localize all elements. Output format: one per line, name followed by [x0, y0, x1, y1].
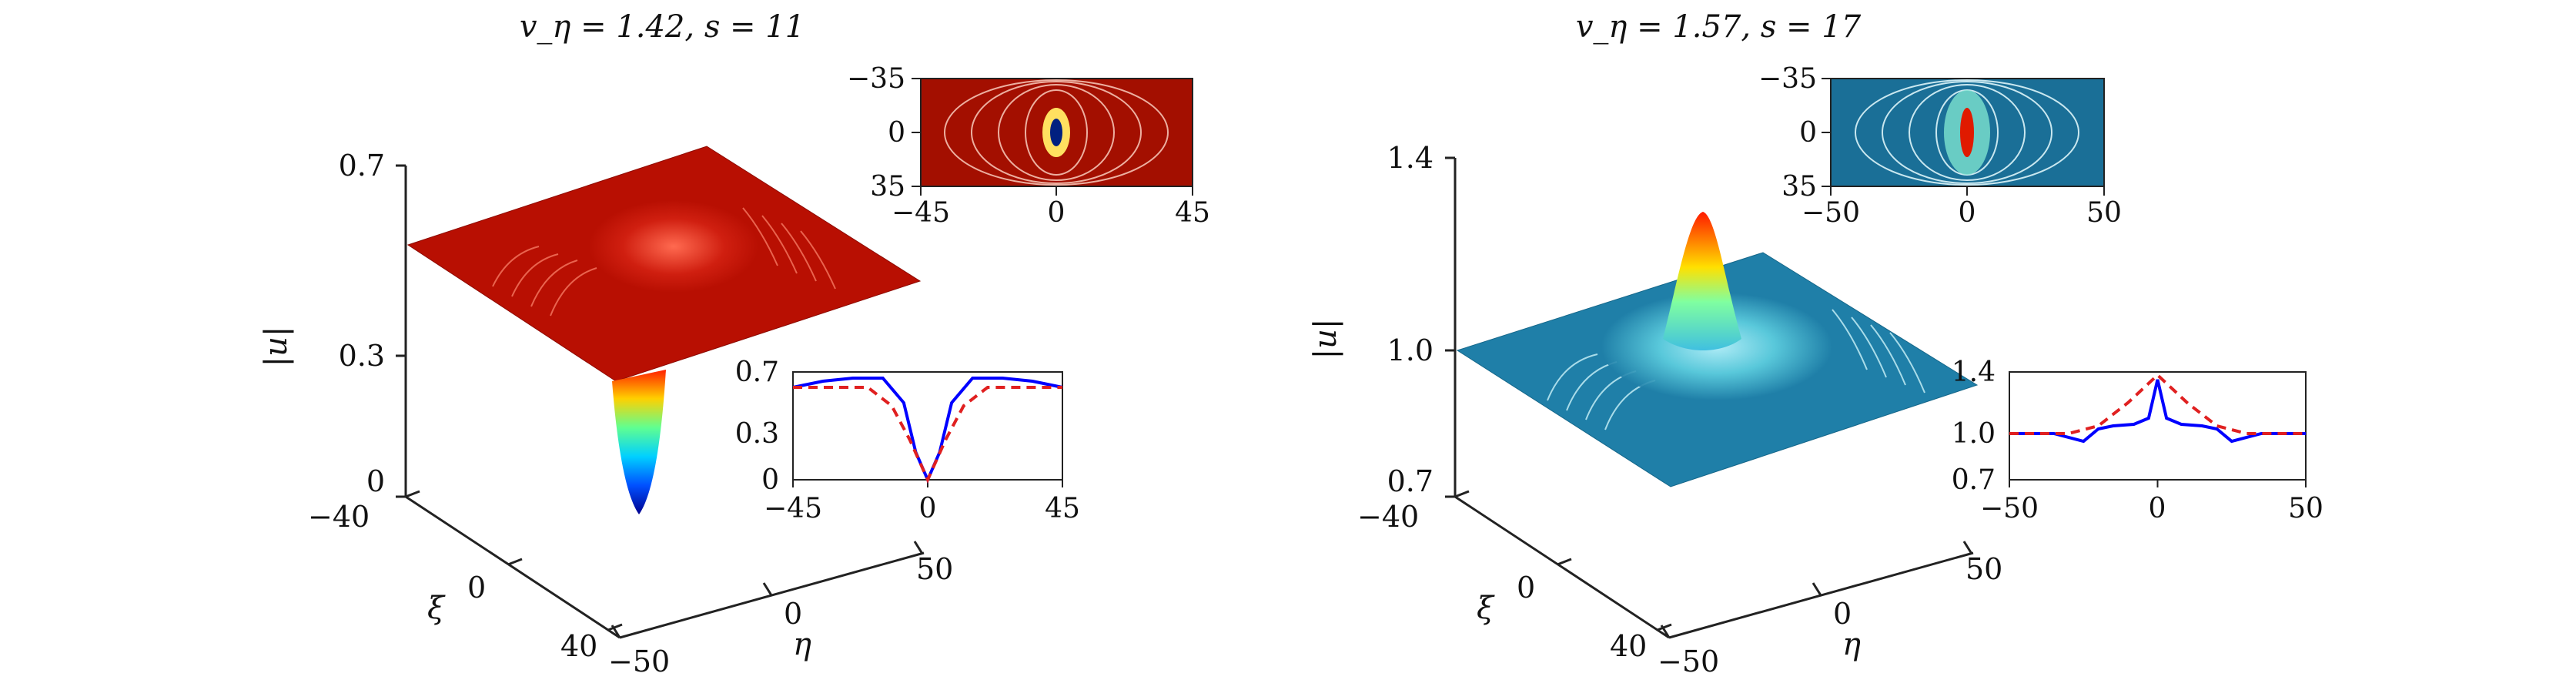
left-inset-map: [912, 78, 1193, 196]
right-title: v_η = 1.57, s = 17: [1576, 9, 1862, 45]
right-inset-map-ytick: −35: [1758, 63, 1817, 95]
left-inset-map-ytick: 35: [870, 171, 905, 203]
right-inset-profile-xtick: 50: [2288, 493, 2323, 524]
left-inset-map-xtick: 0: [1048, 197, 1066, 229]
left-xi-tick-label: 0: [467, 571, 486, 605]
right-profile-series-solid-line: [2009, 379, 2306, 444]
right-z-axis-label: |u|: [1308, 319, 1343, 360]
right-inset-profile-ytick: 0.7: [1952, 464, 1996, 496]
right-eta-axis: [1668, 551, 1974, 639]
right-eta-tick-label: −50: [1658, 645, 1719, 678]
left-inset-profile-series: [792, 377, 1063, 484]
right-eta-tick-label: 0: [1833, 597, 1852, 631]
left-eta-tick-label: 50: [916, 552, 953, 586]
left-surface-hump: [589, 200, 758, 293]
right-inset-profile-ytick: 1.0: [1952, 418, 1996, 450]
right-xi-tick: [1657, 623, 1672, 631]
right-xi-tick-label: 0: [1517, 571, 1535, 605]
left-xi-tick-label: 40: [560, 629, 597, 663]
right-xi-tick-label: 40: [1610, 629, 1647, 663]
right-z-tick-label: 1.4: [1387, 141, 1434, 175]
right-z-tick-label: 0.7: [1387, 464, 1434, 498]
left-inset-profile-xtick: 45: [1045, 493, 1080, 524]
right-inset-map-ytick: 0: [1799, 117, 1817, 149]
left-inset-map-xtick: −45: [892, 197, 950, 229]
left-xi-tick: [607, 623, 623, 631]
left-inset-profile-ytick: 0.7: [735, 357, 779, 388]
right-inset-map-xtick: 0: [1959, 197, 1976, 229]
left-z-axis-label: |u|: [259, 327, 294, 367]
left-inset-profile-ytick: 0.3: [735, 418, 779, 450]
right-profile-series-dashed-line: [2009, 373, 2306, 435]
right-xi-axis-label: ξ: [1477, 591, 1495, 626]
left-eta-axis-label: η: [793, 627, 811, 662]
right-inset-map-xtick: −50: [1802, 197, 1860, 229]
left-inset-map-ytick: 0: [888, 117, 905, 149]
left-panel: v_η = 1.42, s = 11 0.7 0.3 0 |u| −40 0 4…: [259, 9, 1210, 678]
right-inset-profile-series: [2009, 373, 2306, 444]
left-eta-tick: [611, 625, 621, 638]
left-xi-tick: [507, 558, 523, 566]
right-inset-profile-ytick: 1.4: [1952, 357, 1996, 388]
right-eta-axis-label: η: [1842, 627, 1861, 662]
right-inset-profile-ticks: [2009, 480, 2307, 487]
right-inset-profile: [2009, 371, 2307, 487]
right-xi-tick: [1557, 558, 1572, 566]
right-eta-tick: [1812, 582, 1822, 596]
left-inset-map-ytick: −35: [847, 63, 905, 95]
left-surface-dip: [612, 370, 666, 514]
left-profile-series-dashed-line: [793, 386, 1062, 484]
left-eta-tick-label: 0: [784, 597, 802, 631]
left-eta-axis: [619, 551, 925, 639]
left-inset-profile-ytick: 0: [761, 464, 779, 496]
left-inset-map-xtick: 45: [1175, 197, 1210, 229]
right-panel: v_η = 1.57, s = 17 1.4 1.0 0.7 |u| −40 0…: [1308, 9, 2323, 678]
right-inset-map: [1822, 78, 2105, 196]
left-inset-profile-xtick: −45: [764, 493, 822, 524]
right-eta-tick-label: 50: [1965, 552, 2002, 586]
right-inset-profile-xtick: 0: [2149, 493, 2166, 524]
right-inset-map-ytick: 35: [1781, 171, 1817, 203]
left-xi-tick: [405, 490, 420, 498]
left-eta-tick: [913, 541, 924, 554]
left-title: v_η = 1.42, s = 11: [520, 9, 805, 45]
left-surface-ripples: [492, 207, 836, 317]
right-inset-profile-xtick: −50: [1980, 493, 2039, 524]
right-surface-peak: [1663, 212, 1741, 350]
left-inset-profile: [792, 371, 1063, 487]
left-xi-axis-label: ξ: [427, 591, 446, 626]
left-eta-tick: [762, 582, 773, 596]
right-z-tick-label: 1.0: [1387, 333, 1434, 367]
left-z-tick-label: 0: [366, 464, 385, 498]
right-xi-tick: [1454, 490, 1470, 498]
right-eta-tick: [1962, 541, 1973, 554]
left-eta-tick-label: −50: [608, 645, 670, 678]
left-xi-axis: [405, 495, 621, 639]
right-xi-axis: [1454, 495, 1670, 639]
left-z-tick-label: 0.3: [339, 339, 385, 373]
left-xi-tick-label: −40: [308, 500, 370, 534]
left-z-tick-label: 0.7: [339, 149, 385, 183]
right-xi-tick-label: −40: [1357, 500, 1419, 534]
left-inset-profile-xtick: 0: [919, 493, 937, 524]
right-inset-map-xtick: 50: [2086, 197, 2122, 229]
right-eta-tick: [1660, 625, 1671, 638]
right-surface-ripples: [1547, 309, 1925, 430]
